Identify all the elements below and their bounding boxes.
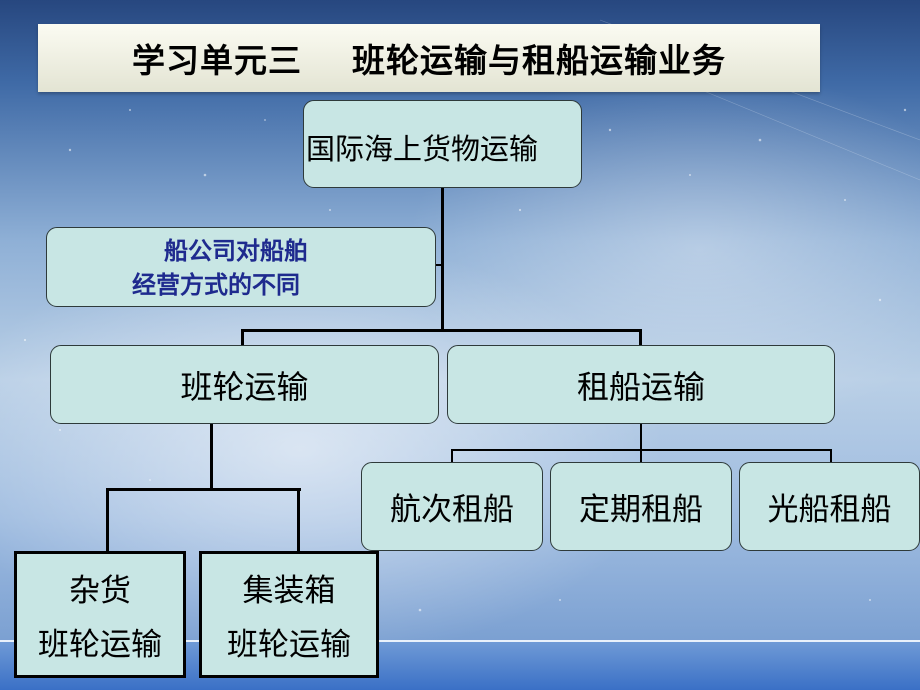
connector-to-charter — [639, 329, 642, 347]
node-bareboat-charter: 光船租船 — [739, 462, 920, 551]
connector-to-general-cargo — [106, 488, 109, 552]
connector-root-down — [441, 187, 444, 331]
node-line-2: 班轮运输 — [38, 627, 162, 664]
node-label: 定期租船 — [579, 492, 703, 528]
node-label: 航次租船 — [390, 492, 514, 528]
node-line-1: 杂货 — [69, 572, 131, 609]
connector-note-link — [436, 264, 442, 266]
node-label: 班轮运输 — [180, 367, 309, 406]
node-general-cargo-liner: 杂货 班轮运输 — [14, 551, 186, 678]
node-label: 国际海上货物运输 — [306, 132, 539, 166]
bottom-bar-highlight — [0, 640, 920, 643]
connector-branch-bar — [241, 329, 642, 332]
connector-to-bareboat — [830, 449, 832, 463]
node-charter-transport: 租船运输 — [447, 345, 835, 424]
connector-liner-down — [210, 423, 213, 490]
connector-to-container — [297, 488, 300, 552]
node-container-liner: 集装箱 班轮运输 — [199, 551, 379, 678]
node-line-1: 集装箱 — [242, 572, 336, 609]
note-operating-mode: 船公司对船舶 经营方式的不同 — [46, 227, 436, 307]
node-liner-transport: 班轮运输 — [50, 345, 439, 424]
node-international-sea-transport: 国际海上货物运输 — [303, 100, 582, 188]
node-label: 光船租船 — [767, 492, 892, 528]
node-label: 租船运输 — [576, 367, 705, 406]
node-line-2: 班轮运输 — [227, 627, 351, 664]
connector-to-time — [640, 449, 642, 463]
connector-charter-down — [640, 423, 642, 451]
connector-to-voyage — [451, 449, 453, 463]
slide-title-bar: 学习单元三 班轮运输与租船运输业务 — [38, 24, 820, 92]
connector-liner-bar — [106, 488, 301, 491]
node-voyage-charter: 航次租船 — [361, 462, 543, 551]
connector-to-liner — [241, 329, 244, 347]
slide-title: 学习单元三 班轮运输与租船运输业务 — [132, 41, 726, 80]
note-line-1: 船公司对船舶 — [164, 237, 308, 265]
node-time-charter: 定期租船 — [550, 462, 732, 551]
note-line-2: 经营方式的不同 — [132, 271, 300, 299]
